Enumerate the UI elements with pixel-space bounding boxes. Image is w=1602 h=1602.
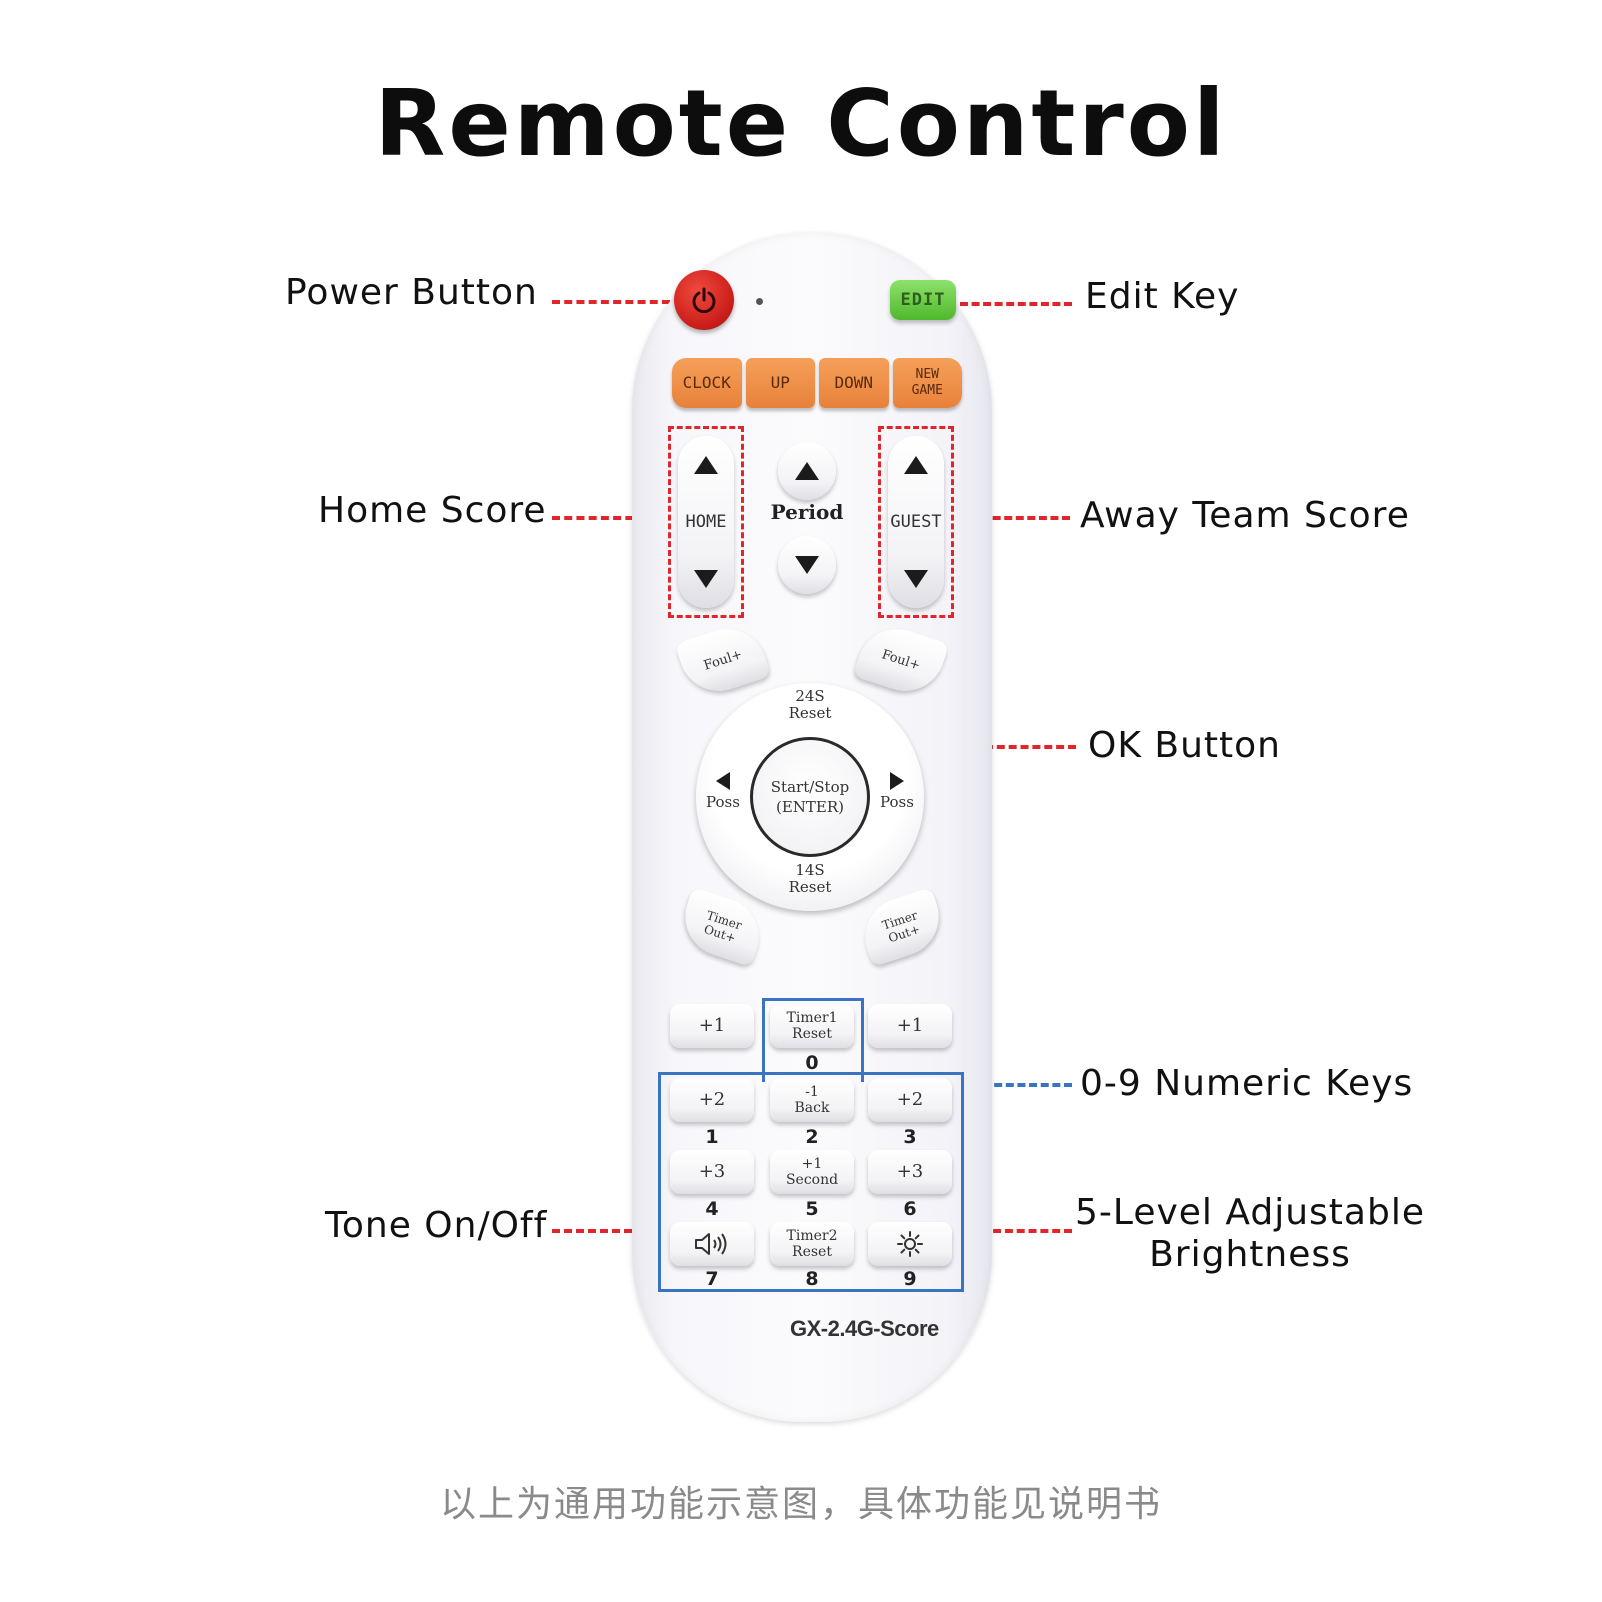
leader-home <box>552 516 670 520</box>
timer2-reset-key[interactable]: Timer2 Reset <box>770 1222 854 1266</box>
guest-label: GUEST <box>890 512 942 532</box>
timer1-reset-key[interactable]: Timer1 Reset <box>770 1004 854 1048</box>
callout-edit: Edit Key <box>1085 276 1240 317</box>
home-label: HOME <box>685 512 727 532</box>
home-down-arrow-icon <box>694 570 718 588</box>
callout-brightness: 5-Level Adjustable Brightness <box>1075 1192 1425 1276</box>
away-down-arrow-icon <box>904 570 928 588</box>
home-plus3-key[interactable]: +3 <box>670 1150 754 1194</box>
key-number-7: 7 <box>705 1268 719 1290</box>
numeric-keys-highlight <box>658 1072 964 1292</box>
leader-away <box>958 516 1070 520</box>
period-label: Period <box>770 500 844 524</box>
away-score-rocker[interactable]: GUEST <box>888 436 944 608</box>
reset-14s-button[interactable]: 14S Reset <box>788 861 832 896</box>
key-number-5: 5 <box>805 1198 819 1220</box>
period-down-arrow-icon <box>795 556 819 574</box>
key-number-6: 6 <box>903 1198 917 1220</box>
callout-home-score: Home Score <box>318 490 547 531</box>
away-plus2-key[interactable]: +2 <box>868 1078 952 1122</box>
home-score-rocker[interactable]: HOME <box>678 436 734 608</box>
key-number-1: 1 <box>705 1126 719 1148</box>
footer-caption: 以上为通用功能示意图，具体功能见说明书 <box>439 1484 1162 1525</box>
leader-tone <box>552 1229 668 1233</box>
home-plus1-key[interactable]: +1 <box>670 1004 754 1048</box>
function-row: CLOCK UP DOWN NEW GAME <box>672 358 962 408</box>
callout-power: Power Button <box>285 272 538 313</box>
speaker-icon <box>695 1233 727 1255</box>
new-game-button[interactable]: NEW GAME <box>892 358 962 408</box>
plus1-second-key[interactable]: +1 Second <box>770 1150 854 1194</box>
away-plus3-key[interactable]: +3 <box>868 1150 952 1194</box>
period-up-arrow-icon <box>795 462 819 480</box>
indicator-led <box>756 298 763 305</box>
key-number-0: 0 <box>805 1052 819 1074</box>
ok-start-stop-button[interactable]: Start/Stop (ENTER) <box>750 737 870 857</box>
clock-button[interactable]: CLOCK <box>672 358 742 408</box>
reset-24s-button[interactable]: 24S Reset <box>788 687 832 722</box>
home-plus2-key[interactable]: +2 <box>670 1078 754 1122</box>
callout-tone: Tone On/Off <box>325 1205 548 1246</box>
callout-brightness-line1: 5-Level Adjustable <box>1075 1192 1425 1233</box>
poss-left-button[interactable]: Poss <box>700 772 746 811</box>
key-zero-highlight <box>762 998 864 1082</box>
tone-key[interactable] <box>670 1222 754 1266</box>
poss-right-label: Poss <box>880 793 914 811</box>
away-up-arrow-icon <box>904 456 928 474</box>
back-minus1-key[interactable]: -1 Back <box>770 1078 854 1122</box>
callout-numeric-keys: 0-9 Numeric Keys <box>1080 1063 1414 1104</box>
away-plus1-key[interactable]: +1 <box>868 1004 952 1048</box>
power-button[interactable] <box>674 270 734 330</box>
callout-brightness-line2: Brightness <box>1149 1234 1351 1275</box>
power-icon <box>692 287 716 314</box>
leader-power <box>552 300 670 304</box>
leader-numeric <box>936 1083 1072 1087</box>
edit-button[interactable]: EDIT <box>890 280 956 320</box>
away-score-highlight <box>878 426 954 618</box>
key-number-8: 8 <box>805 1268 819 1290</box>
callout-ok: OK Button <box>1088 725 1281 766</box>
down-button[interactable]: DOWN <box>819 358 889 408</box>
home-score-highlight <box>668 426 744 618</box>
poss-right-button[interactable]: Poss <box>874 772 920 811</box>
leader-edit <box>960 302 1072 306</box>
period-up-button[interactable] <box>778 442 836 500</box>
callout-away-score: Away Team Score <box>1080 495 1410 536</box>
key-number-4: 4 <box>705 1198 719 1220</box>
key-number-9: 9 <box>903 1268 917 1290</box>
brightness-key[interactable] <box>868 1222 952 1266</box>
leader-brightness <box>934 1229 1072 1233</box>
poss-left-arrow-icon <box>716 772 730 790</box>
model-label: GX-2.4G-Score <box>790 1316 939 1341</box>
key-number-2: 2 <box>805 1126 819 1148</box>
brightness-sun-icon <box>897 1231 923 1257</box>
period-down-button[interactable] <box>778 536 836 594</box>
poss-right-arrow-icon <box>890 772 904 790</box>
home-up-arrow-icon <box>694 456 718 474</box>
page-title: Remote Control <box>374 70 1228 177</box>
key-number-3: 3 <box>903 1126 917 1148</box>
poss-left-label: Poss <box>706 793 740 811</box>
up-button[interactable]: UP <box>745 358 815 408</box>
